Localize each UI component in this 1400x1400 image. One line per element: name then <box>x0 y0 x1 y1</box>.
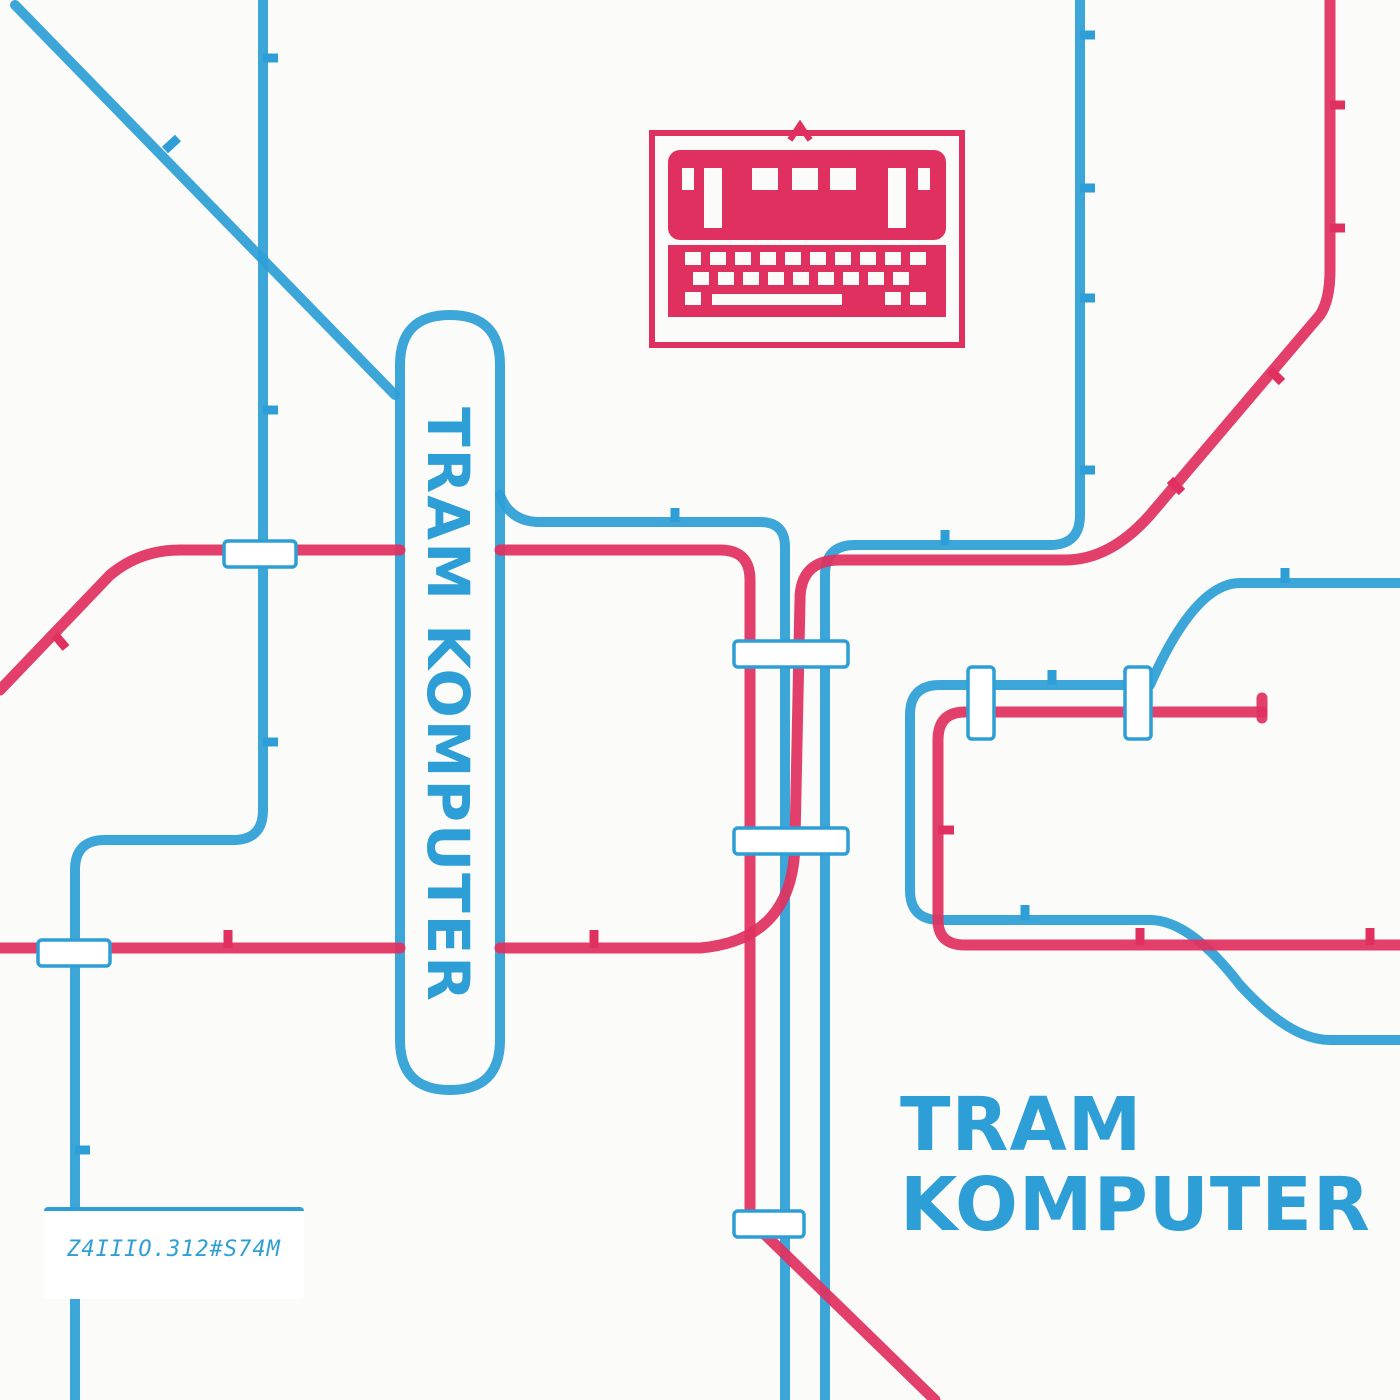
blue-line-left-vertical <box>70 0 268 1400</box>
vertical-title: TRAM KOMPUTER <box>414 407 482 1003</box>
tick <box>1166 476 1186 496</box>
interchange-station <box>732 1209 806 1239</box>
blue-line-diagonal <box>10 0 400 400</box>
tick <box>161 134 182 154</box>
interchange-station <box>36 938 112 968</box>
title-line-2: KOMPUTER <box>900 1162 1371 1248</box>
interchange-station <box>732 826 850 856</box>
interchange-station <box>222 539 298 569</box>
title-line-1: TRAM <box>900 1082 1143 1168</box>
blue-line-upper-center <box>495 490 790 1400</box>
red-line-right-loop <box>932 706 1400 951</box>
red-line-lower <box>0 0 1336 954</box>
interchange-stations <box>36 539 1153 1239</box>
red-line-upper-middle <box>494 544 941 1400</box>
blue-line-right-loop <box>905 578 1400 1045</box>
station-ticks <box>51 30 1375 1155</box>
tram-keyboard-icon <box>649 119 965 348</box>
tick <box>1266 366 1286 386</box>
tick <box>51 632 70 651</box>
interchange-station <box>732 639 850 669</box>
catalog-label: Z4IIIO.312#S74M <box>44 1207 304 1299</box>
catalog-number: Z4IIIO.312#S74M <box>67 1237 281 1262</box>
red-line-upper-left <box>0 544 406 696</box>
blue-line-capsule-outline <box>395 310 505 1095</box>
interchange-station <box>1123 665 1153 741</box>
interchange-station <box>966 665 996 741</box>
title-block: TRAM KOMPUTER <box>900 1085 1380 1245</box>
